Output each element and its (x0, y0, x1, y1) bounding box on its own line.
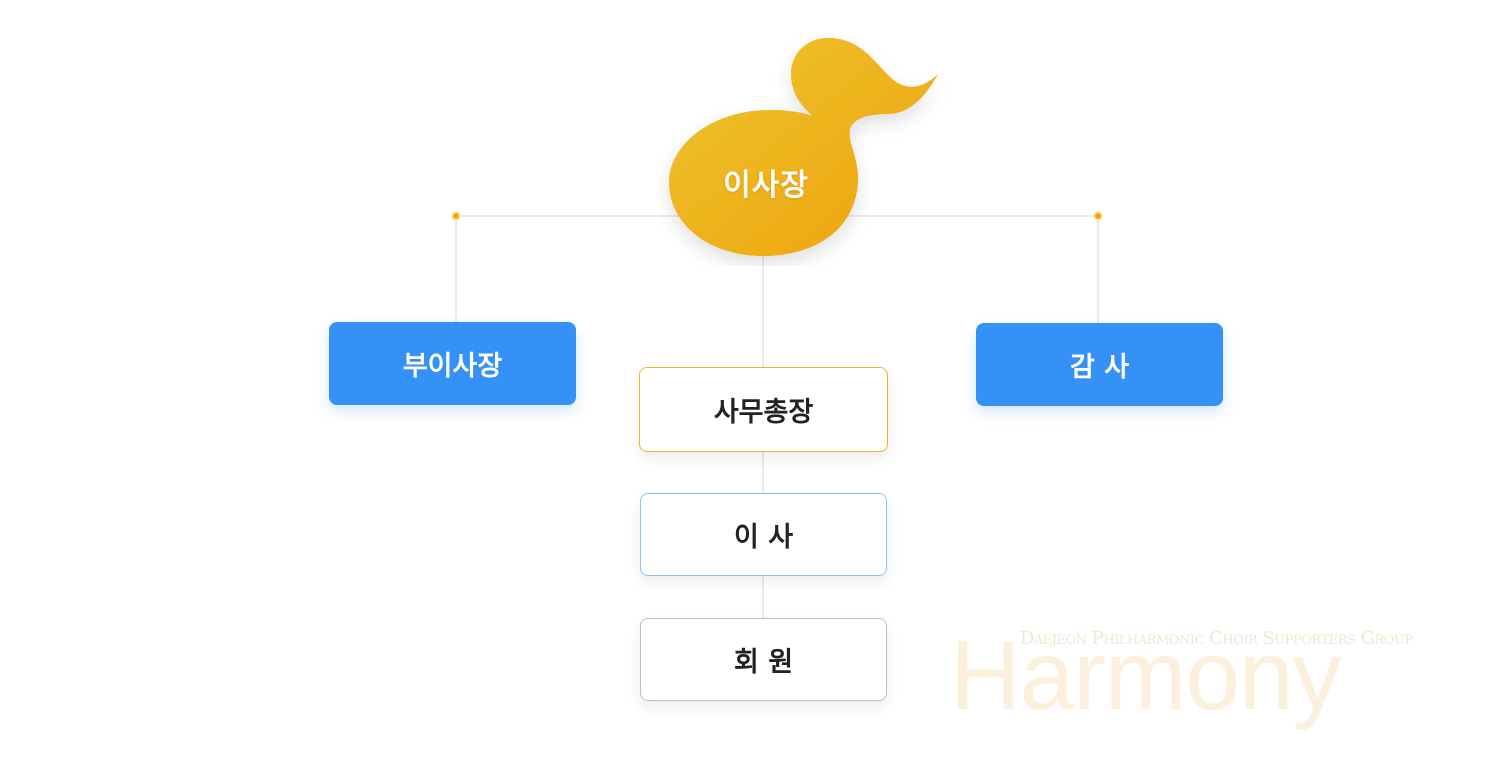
vice-chairman-box: 부이사장 (329, 322, 576, 405)
watermark-subtitle: Daejeon Philharmonic Choir Supporters Gr… (1020, 628, 1413, 649)
auditor-box: 감 사 (976, 323, 1223, 406)
chairman-label: 이사장 (723, 168, 809, 203)
director-box: 이 사 (640, 493, 887, 576)
secretary-general-box: 사무총장 (639, 367, 888, 452)
junction-dot-left (451, 211, 461, 221)
member-box: 회 원 (640, 618, 887, 701)
harmony-watermark-logo: Harmony Daejeon Philharmonic Choir Suppo… (950, 620, 1413, 736)
music-note-icon (669, 37, 938, 257)
junction-dot-right (1093, 211, 1103, 221)
chairman-node: 이사장 (660, 34, 950, 266)
watermark-title: Harmony (950, 620, 1342, 730)
